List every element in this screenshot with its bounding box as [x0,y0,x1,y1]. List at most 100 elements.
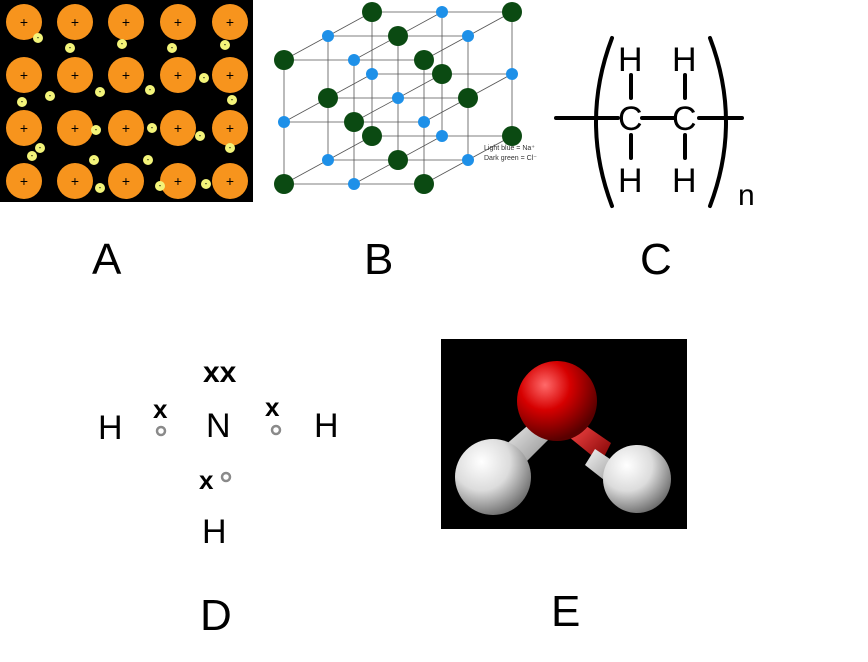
ion-charge-label: + [71,120,79,136]
ion-charge-label: + [122,67,130,83]
chloride-ion [414,50,434,70]
sodium-ion [348,178,360,190]
delocalised-electron [201,179,211,189]
electron-charge-label: - [199,131,202,140]
electron-charge-label: - [121,39,124,48]
metal-ion [212,57,248,93]
atom-h-bottom: H [202,513,227,551]
panel-a-metallic-lattice: ++++++++++++++++++++ -------------------… [0,0,253,202]
delocalised-electron [143,155,153,165]
panel-c-polymer: H H C C H H n [552,30,782,220]
chloride-ion [458,88,478,108]
label-b: B [364,235,394,284]
metal-ion [108,57,144,93]
electron-charge-label: - [95,125,98,134]
sodium-ion [436,130,448,142]
delocalised-electron [117,39,127,49]
left-bracket [594,36,614,208]
metal-ion [212,163,248,199]
metal-ion [212,110,248,146]
metal-ion [108,4,144,40]
delocalised-electron [95,183,105,193]
ion-charge-label: + [20,173,28,189]
metal-ion [212,4,248,40]
atom-h: H [618,41,643,79]
sodium-ion [322,30,334,42]
sodium-ion [436,6,448,18]
chloride-ion [318,88,338,108]
electron-charge-label: - [69,43,72,52]
ion-charge-label: + [20,67,28,83]
metal-ion [108,110,144,146]
ion-charge-label: + [71,67,79,83]
electron-charge-label: - [149,85,152,94]
chloride-ion [432,64,452,84]
chloride-ion [388,150,408,170]
electron-charge-label: - [159,181,162,190]
hydrogen-atom-right [603,445,671,513]
ionic-lattice-diagram: Light blue = Na⁺ Dark green = Cl⁻ [274,2,537,194]
ammonia-dot-cross: H N H H xx x x x [98,356,339,551]
atom-h-right: H [314,407,339,445]
metal-ion [57,110,93,146]
delocalised-electron [227,95,237,105]
sodium-ion [418,116,430,128]
electron-charge-label: - [171,43,174,52]
metal-ion [6,163,42,199]
electron-charge-label: - [203,73,206,82]
sodium-ion [392,92,404,104]
delocalised-electron [195,131,205,141]
ion-charge-label: + [71,14,79,30]
sodium-ion [278,116,290,128]
ion-charge-label: + [71,173,79,189]
panel-e-water-molecule [441,339,687,529]
electron-charge-label: - [49,91,52,100]
water-molecule-model [441,339,687,529]
bond-cross-right: x [265,392,280,422]
delocalised-electron [167,43,177,53]
sodium-ion [322,154,334,166]
panel-d-dot-cross: H N H H xx x x x [90,355,360,555]
ion-charge-label: + [226,14,234,30]
chloride-ion [274,174,294,194]
delocalised-electron [199,73,209,83]
delocalised-electron [147,123,157,133]
chloride-ion [362,2,382,22]
legend-sodium: Light blue = Na⁺ [484,145,535,152]
sodium-ion [462,30,474,42]
electron-dot-bottom [220,471,232,483]
repeat-n: n [738,179,755,212]
delocalised-electron [89,155,99,165]
atom-h: H [672,41,697,79]
ion-charge-label: + [20,120,28,136]
ion-charge-label: + [122,14,130,30]
metal-ion [6,57,42,93]
ion-charge-label: + [122,173,130,189]
chloride-ion [344,112,364,132]
atom-c: C [618,100,643,138]
metal-ion [57,4,93,40]
electron-charge-label: - [147,155,150,164]
ion-charge-label: + [226,173,234,189]
delocalised-electron [33,33,43,43]
label-c: C [640,235,672,284]
atom-h: H [618,162,643,200]
electron-charge-label: - [99,87,102,96]
atom-n: N [206,407,231,445]
metal-ion [6,110,42,146]
bond-cross-bottom: x [199,465,214,495]
ion-charge-label: + [226,120,234,136]
chloride-ion [362,126,382,146]
atom-h: H [672,162,697,200]
delocalised-electron [225,143,235,153]
electron-charge-label: - [39,143,42,152]
electron-charge-label: - [151,123,154,132]
electron-charge-label: - [31,151,34,160]
ion-charge-label: + [174,67,182,83]
label-d: D [200,591,232,640]
delocalised-electron [35,143,45,153]
delocalised-electron [27,151,37,161]
electron-charge-label: - [229,143,232,152]
delocalised-electron [17,97,27,107]
metal-ion [160,4,196,40]
